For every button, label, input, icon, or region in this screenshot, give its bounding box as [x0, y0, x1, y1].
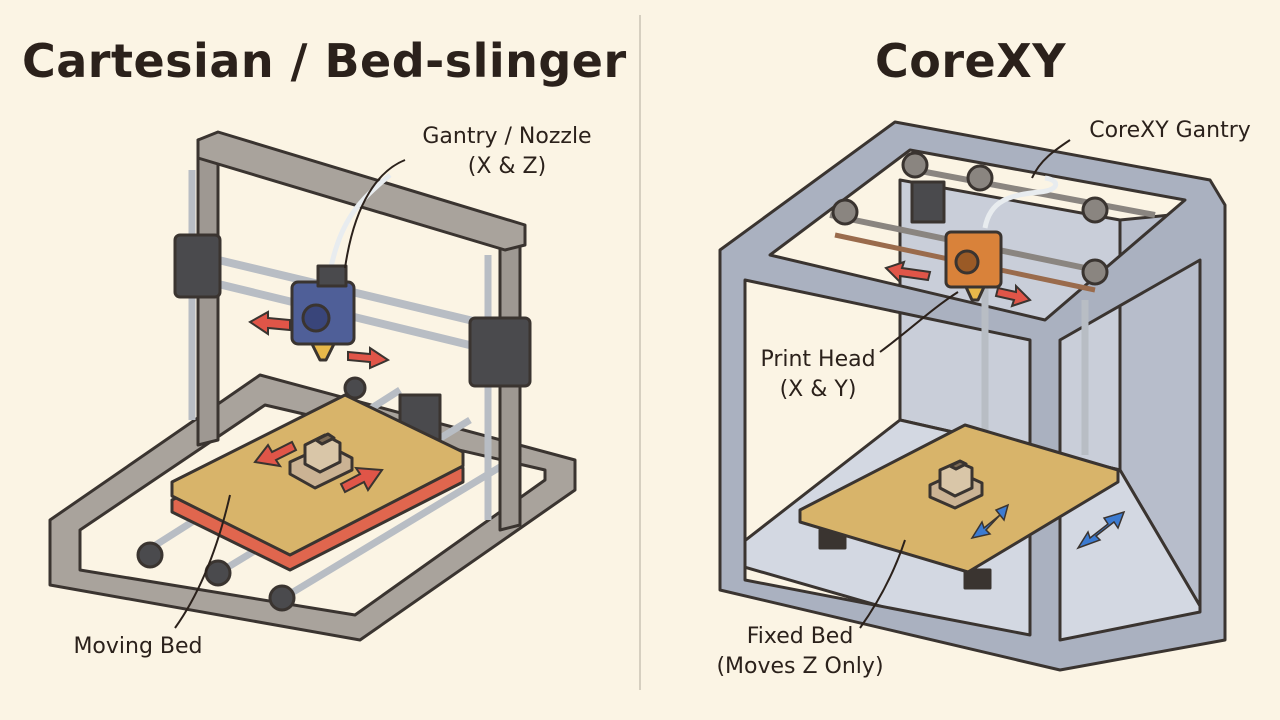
- pulley: [901, 151, 929, 179]
- rail-clip: [136, 541, 164, 569]
- pulley: [831, 198, 859, 226]
- fixed-bed-label-line2: (Moves Z Only): [716, 654, 884, 679]
- cube-frame: [718, 120, 1227, 672]
- printed-part-left: [288, 432, 354, 490]
- bed-support-2: [963, 568, 992, 590]
- bed-leader-right: [859, 539, 906, 629]
- pulley: [1081, 258, 1109, 286]
- filament-tube-right: [982, 175, 1059, 229]
- head-leader-right: [879, 291, 959, 353]
- xy-motion-arrows-right: [884, 260, 1032, 308]
- print-head-label-line1: Print Head: [760, 347, 876, 372]
- print-head-label: Print Head (X & Y): [748, 345, 888, 405]
- gantry-nozzle-label-line2: (X & Z): [467, 154, 547, 179]
- right-carriage: [468, 316, 532, 388]
- moving-bed-label: Moving Bed: [73, 634, 203, 659]
- corexy-printer: [718, 120, 1227, 672]
- corexy-motor: [910, 180, 946, 224]
- printed-part-right: [928, 459, 984, 510]
- corexy-gantry-label: CoreXY Gantry: [1089, 118, 1251, 143]
- print-head-right: [944, 230, 1003, 302]
- top-crossbar: [196, 130, 527, 252]
- rail-clip: [343, 376, 367, 400]
- gantry-nozzle-label: Gantry / Nozzle (X & Z): [402, 122, 612, 182]
- print-head-label-line2: (X & Y): [779, 377, 857, 402]
- bed-leader-left: [174, 494, 231, 629]
- cartesian-title: Cartesian / Bed-slinger: [22, 34, 627, 88]
- pulley: [1081, 196, 1109, 224]
- cartesian-printer: [48, 130, 577, 642]
- y-motion-arrows-left: [253, 440, 384, 494]
- fixed-bed-label: Fixed Bed (Moves Z Only): [700, 622, 900, 682]
- corexy-title: CoreXY: [875, 34, 1067, 88]
- pulley: [966, 164, 994, 192]
- rail-clip: [268, 584, 296, 612]
- filament-tube: [327, 173, 392, 273]
- y-rail-3: [278, 452, 522, 603]
- gantry-leader-right: [1031, 139, 1071, 179]
- fixed-bed-label-line1: Fixed Bed: [746, 624, 854, 649]
- gantry-nozzle-label-line1: Gantry / Nozzle: [422, 124, 592, 149]
- gantry-leader-left: [344, 159, 406, 269]
- z-motion-arrows-right: [970, 503, 1126, 550]
- x-motion-arrows-left: [248, 310, 391, 370]
- left-carriage: [173, 233, 222, 299]
- print-head-left: [290, 264, 356, 362]
